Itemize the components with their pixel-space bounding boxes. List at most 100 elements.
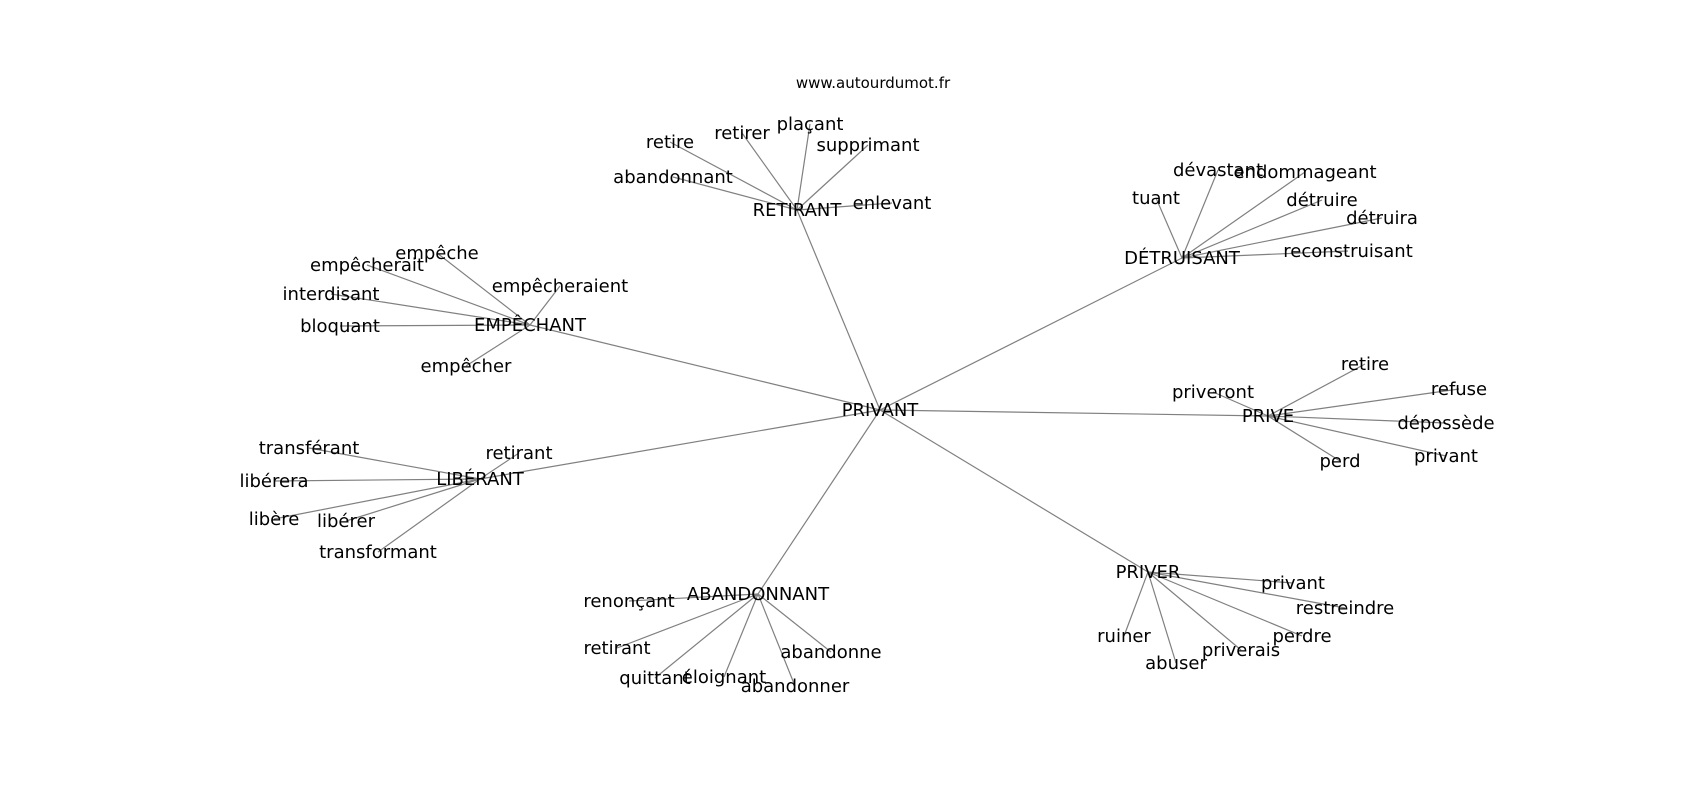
edge-center-priver — [879, 409, 1149, 573]
node-leaf-abandonnant-4[interactable]: éloignant — [682, 667, 766, 688]
node-leaf-abandonnant-0[interactable]: renonçant — [583, 591, 674, 612]
edge-liberant-4 — [345, 478, 481, 522]
node-leaf-prive-0[interactable]: retire — [1341, 354, 1389, 375]
node-leaf-retirant-2[interactable]: plaçant — [777, 114, 844, 135]
node-hub-retirant[interactable]: RETIRANT — [753, 200, 843, 221]
edge-detruisant-4 — [1181, 217, 1383, 259]
edge-detruisant-5 — [1181, 250, 1349, 259]
node-leaf-empechant-0[interactable]: empêche — [395, 243, 479, 264]
edge-empechant-4 — [339, 324, 531, 327]
node-leaf-abandonnant-2[interactable]: abandonne — [780, 642, 881, 663]
node-leaf-detruisant-4[interactable]: détruira — [1346, 208, 1418, 229]
edge-prive-2 — [1267, 388, 1460, 417]
node-leaf-abandonnant-3[interactable]: quittant — [619, 668, 690, 689]
node-leaf-priver-5[interactable]: abuser — [1145, 653, 1207, 674]
edge-center-prive — [879, 409, 1269, 417]
node-leaf-prive-5[interactable]: perd — [1319, 451, 1360, 472]
edge-empechant-1 — [366, 264, 531, 326]
node-leaf-prive-4[interactable]: privant — [1414, 446, 1478, 467]
node-leaf-detruisant-5[interactable]: reconstruisant — [1283, 241, 1413, 262]
node-leaf-liberant-2[interactable]: libérera — [239, 471, 308, 492]
edge-priver-4 — [1147, 571, 1242, 651]
node-leaf-retirant-0[interactable]: retire — [646, 132, 694, 153]
node-hub-abandonnant[interactable]: ABANDONNANT — [687, 584, 830, 605]
node-leaf-liberant-5[interactable]: transformant — [319, 542, 437, 563]
edge-center-detruisant — [879, 257, 1183, 411]
edge-detruisant-2 — [1155, 197, 1183, 259]
edge-prive-1 — [1212, 391, 1269, 417]
node-hub-empechant[interactable]: EMPÊCHANT — [474, 314, 587, 336]
edge-prive-4 — [1267, 415, 1447, 457]
edge-priver-1 — [1147, 571, 1346, 609]
graph-labels: PRIVANT RETIRANT retire retirer plaçantsuppr… — [239, 114, 1494, 697]
edge-detruisant-3 — [1181, 199, 1323, 259]
edge-retirant-0 — [669, 141, 798, 211]
edge-empechant-2 — [529, 285, 561, 326]
node-leaf-empechant-2[interactable]: empêcheraient — [492, 276, 628, 297]
edge-empechant-3 — [330, 293, 531, 326]
edge-priver-0 — [1147, 571, 1294, 584]
node-leaf-detruisant-2[interactable]: tuant — [1132, 188, 1180, 209]
edge-retirant-1 — [741, 132, 798, 211]
edge-center-abandonnant — [757, 409, 881, 595]
graph-edges — [273, 123, 1460, 687]
edge-center-liberant — [479, 409, 881, 480]
node-leaf-liberant-0[interactable]: transférant — [259, 438, 360, 459]
node-leaf-prive-3[interactable]: dépossède — [1397, 413, 1494, 434]
node-leaf-abandonnant-5[interactable]: abandonner — [741, 676, 850, 697]
node-leaf-liberant-3[interactable]: libère — [249, 509, 300, 530]
edge-retirant-4 — [672, 176, 798, 211]
edge-abandonnant-4 — [723, 593, 759, 678]
node-leaf-priver-4[interactable]: priverais — [1202, 640, 1280, 661]
edge-empechant-5 — [465, 324, 531, 367]
edge-priver-3 — [1123, 571, 1149, 637]
edge-center-retirant — [796, 209, 881, 411]
site-url: www.autourdumot.fr — [796, 74, 951, 92]
node-leaf-prive-2[interactable]: refuse — [1431, 379, 1487, 400]
node-leaf-detruisant-3[interactable]: détruire — [1286, 190, 1357, 211]
node-leaf-priver-3[interactable]: ruiner — [1097, 626, 1151, 647]
edge-priver-5 — [1147, 571, 1177, 664]
edge-detruisant-0 — [1181, 169, 1219, 259]
edge-liberant-1 — [479, 452, 520, 480]
node-leaf-priver-2[interactable]: perdre — [1272, 626, 1331, 647]
edge-abandonnant-1 — [616, 593, 759, 649]
edge-retirant-5 — [796, 202, 893, 211]
node-hub-prive[interactable]: PRIVE — [1242, 406, 1294, 427]
edge-abandonnant-0 — [628, 593, 759, 602]
node-leaf-priver-0[interactable]: privant — [1261, 573, 1325, 594]
node-leaf-retirant-1[interactable]: retirer — [714, 123, 770, 144]
edge-liberant-2 — [273, 478, 481, 482]
node-leaf-liberant-4[interactable]: libérer — [317, 511, 376, 532]
edge-retirant-3 — [796, 144, 869, 211]
edge-abandonnant-2 — [757, 593, 832, 653]
node-hub-detruisant[interactable]: DÉTRUISANT — [1124, 247, 1241, 269]
node-leaf-prive-1[interactable]: priveront — [1172, 382, 1254, 403]
edge-abandonnant-5 — [757, 593, 796, 687]
node-leaf-empechant-4[interactable]: bloquant — [300, 316, 380, 337]
edge-detruisant-1 — [1181, 171, 1306, 259]
node-center[interactable]: PRIVANT — [842, 400, 920, 421]
node-leaf-empechant-3[interactable]: interdisant — [283, 284, 380, 305]
edge-liberant-3 — [273, 478, 481, 520]
node-leaf-empechant-1[interactable]: empêcherait — [310, 255, 424, 276]
node-leaf-liberant-1[interactable]: retirant — [485, 443, 552, 464]
node-leaf-empechant-5[interactable]: empêcher — [421, 356, 512, 377]
node-leaf-abandonnant-1[interactable]: retirant — [583, 638, 650, 659]
node-leaf-detruisant-1[interactable]: endommageant — [1233, 162, 1376, 183]
node-leaf-retirant-3[interactable]: supprimant — [816, 135, 919, 156]
edge-retirant-2 — [796, 123, 811, 211]
edge-prive-5 — [1267, 415, 1341, 462]
node-leaf-retirant-4[interactable]: abandonnant — [613, 167, 733, 188]
node-leaf-retirant-5[interactable]: enlevant — [853, 193, 932, 214]
node-hub-liberant[interactable]: LIBÉRANT — [436, 468, 525, 490]
node-leaf-detruisant-0[interactable]: dévastant — [1173, 160, 1263, 181]
edge-center-empechant — [529, 324, 881, 411]
edge-abandonnant-3 — [654, 593, 759, 679]
node-hub-priver[interactable]: PRIVER — [1116, 562, 1181, 583]
edge-prive-3 — [1267, 415, 1447, 424]
node-leaf-priver-1[interactable]: restreindre — [1296, 598, 1395, 619]
edge-liberant-5 — [377, 478, 481, 553]
edge-empechant-0 — [436, 252, 531, 326]
